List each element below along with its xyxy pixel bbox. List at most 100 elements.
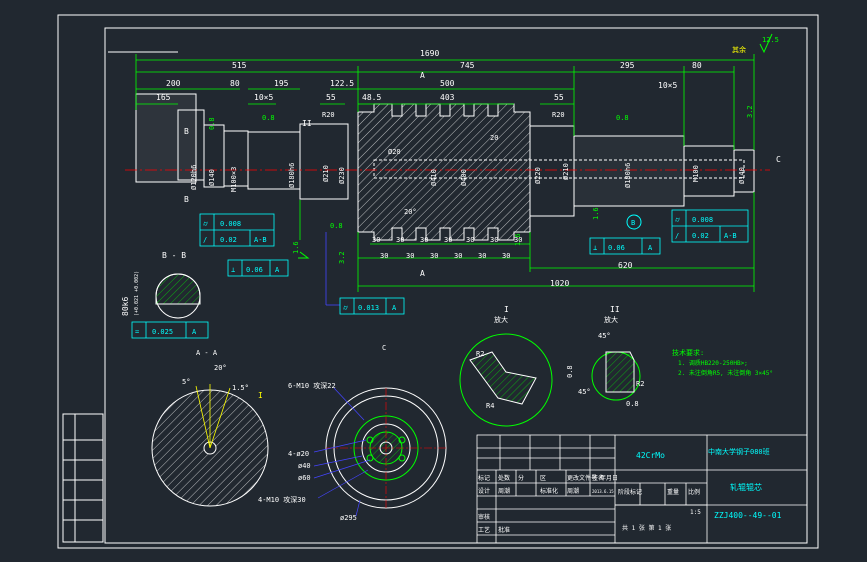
svg-text:30: 30 [380, 252, 388, 260]
svg-text:30: 30 [466, 236, 474, 244]
finish-16c: 1.6 [514, 233, 522, 246]
sheet-info: 共 1 张 第 1 张 [622, 524, 671, 532]
svg-text:处数: 处数 [498, 474, 510, 482]
view-c: C 6-M10 攻深22 4-ø20 ø40 ø60 4-M10 攻深30 ø2… [258, 344, 447, 522]
dia-140b: Ø140 [738, 167, 746, 184]
svg-text:1.5°: 1.5° [232, 384, 249, 392]
svg-text:技术要求:: 技术要求: [672, 348, 704, 357]
dim-200: 200 [166, 79, 181, 88]
svg-text:放大: 放大 [604, 315, 618, 324]
section-aa: A - A 5° 20° 1.5° I [151, 349, 269, 507]
svg-text:0.025: 0.025 [152, 328, 173, 336]
dia-180b: Ø180h6 [624, 163, 632, 188]
svg-text:/: / [203, 236, 207, 244]
finish-08b: 0.8 [262, 114, 275, 122]
section-bb-title: B - B [162, 251, 186, 260]
svg-text:0.06: 0.06 [608, 244, 625, 252]
svg-text:/: / [675, 232, 679, 240]
svg-text:30: 30 [396, 236, 404, 244]
dia-400: Ø400 [460, 169, 468, 186]
svg-text:⌭: ⌭ [203, 220, 208, 228]
dim-295: 295 [620, 61, 635, 70]
radius-20a: R20 [322, 111, 335, 119]
finish-16a: 1.6 [292, 241, 300, 254]
svg-text:标记: 标记 [478, 474, 490, 482]
svg-text:审核: 审核 [478, 513, 490, 521]
dimension-texts: 1690 515 745 295 80 200 80 195 122.5 500… [156, 49, 702, 288]
svg-text:I: I [258, 391, 263, 400]
dia-m100: M100×3 [230, 167, 238, 192]
dim-500: 500 [440, 79, 455, 88]
shaft-main-view [125, 93, 770, 241]
svg-text:⊥: ⊥ [231, 266, 235, 274]
section-markers: B B A A C II B [184, 71, 781, 278]
svg-text:=: = [135, 328, 139, 336]
svg-text:A: A [648, 244, 653, 252]
svg-text:II: II [610, 305, 620, 314]
angle-20: 20 [490, 134, 498, 142]
dim-overall: 1690 [420, 49, 439, 58]
dia-140: Ø140 [208, 169, 216, 186]
dim-80b: 80 [230, 79, 240, 88]
svg-text:45°: 45° [578, 388, 591, 396]
dim-10x5a: 10×5 [254, 93, 273, 102]
svg-text:A: A [420, 71, 425, 80]
dim-403: 403 [440, 93, 455, 102]
dim-515: 515 [232, 61, 247, 70]
dia-230: Ø230 [338, 167, 346, 184]
dia-20: Ø20 [388, 148, 401, 156]
svg-text:30: 30 [502, 252, 510, 260]
svg-text:A-B: A-B [254, 236, 267, 244]
finish-08d: 0.8 [616, 114, 629, 122]
svg-text:C: C [776, 155, 781, 164]
dim-55a: 55 [326, 93, 336, 102]
svg-text:2. 未注倒角R5, 未注倒角 3×45°: 2. 未注倒角R5, 未注倒角 3×45° [678, 369, 773, 377]
svg-text:0.013: 0.013 [358, 304, 379, 312]
svg-text:0.8: 0.8 [626, 400, 639, 408]
svg-text:标准化: 标准化 [540, 487, 558, 495]
dim-10x5b: 10×5 [658, 81, 677, 90]
svg-text:(+0.021 +0.002): (+0.021 +0.002) [134, 271, 140, 316]
svg-text:4-ø20: 4-ø20 [288, 450, 309, 458]
dia-220: Ø220 [534, 167, 542, 184]
left-margin-table [62, 413, 104, 543]
scale-value: 1:5 [690, 509, 701, 516]
svg-text:30: 30 [430, 252, 438, 260]
svg-text:区: 区 [540, 475, 546, 482]
svg-text:阶段标记: 阶段标记 [618, 488, 642, 496]
svg-text:20°: 20° [214, 364, 227, 372]
dia-410: Ø410 [430, 169, 438, 186]
svg-text:⌭: ⌭ [343, 304, 348, 312]
svg-text:30: 30 [490, 236, 498, 244]
svg-text:年月日: 年月日 [600, 474, 618, 482]
svg-text:0.8: 0.8 [566, 365, 574, 378]
detail-i: I 放大 R2 R4 [459, 305, 553, 427]
svg-text:B: B [631, 219, 635, 227]
angle-20b: 20° [404, 208, 417, 216]
tolerance-texts: ⌭ 0.008 / 0.02 A-B ⌭ 0.008 / 0.02 A-B ⊥ … [135, 216, 737, 336]
svg-text:80k6: 80k6 [121, 297, 130, 316]
svg-text:比例: 比例 [688, 488, 700, 496]
svg-text:30: 30 [444, 236, 452, 244]
dimension-lines [135, 54, 755, 306]
svg-text:30: 30 [406, 252, 414, 260]
svg-text:分: 分 [518, 474, 524, 482]
dim-195: 195 [274, 79, 289, 88]
diameter-labels: Ø120h6 Ø140 M100×3 Ø180h6 Ø210 Ø230 Ø410… [190, 111, 746, 216]
svg-text:R2: R2 [636, 380, 644, 388]
svg-text:ø60: ø60 [298, 474, 311, 482]
dim-485: 48.5 [362, 93, 381, 102]
svg-text:0.06: 0.06 [246, 266, 263, 274]
svg-text:⊥: ⊥ [593, 244, 597, 252]
svg-text:0.008: 0.008 [692, 216, 713, 224]
svg-text:签名: 签名 [592, 474, 604, 482]
dim-1225: 122.5 [330, 79, 354, 88]
radius-20b: R20 [552, 111, 565, 119]
detail-ii: II 放大 45° 45° R2 0.8 0.8 [566, 305, 644, 408]
dia-210b: Ø210 [562, 163, 570, 180]
svg-text:批准: 批准 [498, 526, 510, 534]
part-name: 轧辊辊芯 [730, 482, 762, 492]
svg-text:A: A [192, 328, 197, 336]
svg-text:A: A [420, 269, 425, 278]
